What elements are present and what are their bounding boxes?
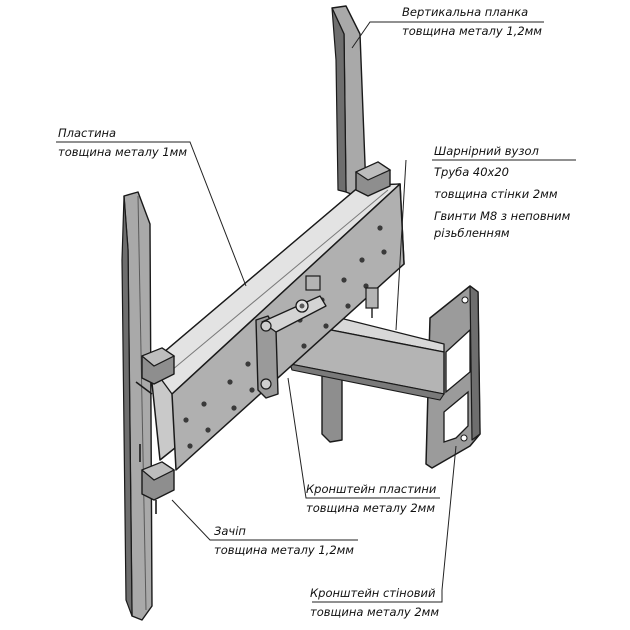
wall-bracket — [425, 285, 481, 469]
callout-plate-bracket-title: Кронштейн пластини — [306, 482, 437, 496]
callout-joint-thread: різьбленням — [433, 226, 510, 240]
callout-plate: Пластина товщина металу 1мм — [58, 126, 187, 159]
callout-joint: Шарнірний вузол Труба 40х20 товщина стін… — [433, 144, 571, 240]
callout-plate-bracket: Кронштейн пластини товщина металу 2мм — [306, 482, 437, 515]
callout-vertical-bar-title: Вертикальна планка — [402, 5, 528, 19]
callout-plate-thickness: товщина металу 1мм — [58, 145, 187, 159]
callout-wall-bracket-title: Кронштейн стіновий — [310, 586, 436, 600]
callout-joint-wall: товщина стінки 2мм — [434, 187, 558, 201]
callout-joint-screws: Гвинти М8 з неповним — [434, 209, 571, 223]
callout-wall-bracket-thickness: товщина металу 2мм — [310, 605, 439, 619]
callout-joint-title: Шарнірний вузол — [434, 144, 540, 158]
right-vertical-bar — [321, 5, 367, 443]
callout-wall-bracket: Кронштейн стіновий товщина металу 2мм — [310, 586, 439, 619]
left-vertical-bar — [121, 191, 153, 621]
callout-joint-tube: Труба 40х20 — [434, 165, 509, 179]
plate-bracket — [255, 275, 379, 399]
top-latch — [354, 161, 392, 197]
callout-vertical-bar: Вертикальна планка товщина металу 1,2мм — [402, 5, 542, 38]
callout-latch-title: Зачіп — [214, 524, 246, 538]
callout-latch-thickness: товщина металу 1,2мм — [214, 543, 354, 557]
callout-latch: Зачіп товщина металу 1,2мм — [214, 524, 354, 557]
callout-plate-bracket-thickness: товщина металу 2мм — [306, 501, 435, 515]
callout-vertical-bar-thickness: товщина металу 1,2мм — [402, 24, 542, 38]
latch — [135, 347, 176, 514]
callout-plate-title: Пластина — [58, 126, 116, 140]
leader-lines — [56, 21, 576, 603]
